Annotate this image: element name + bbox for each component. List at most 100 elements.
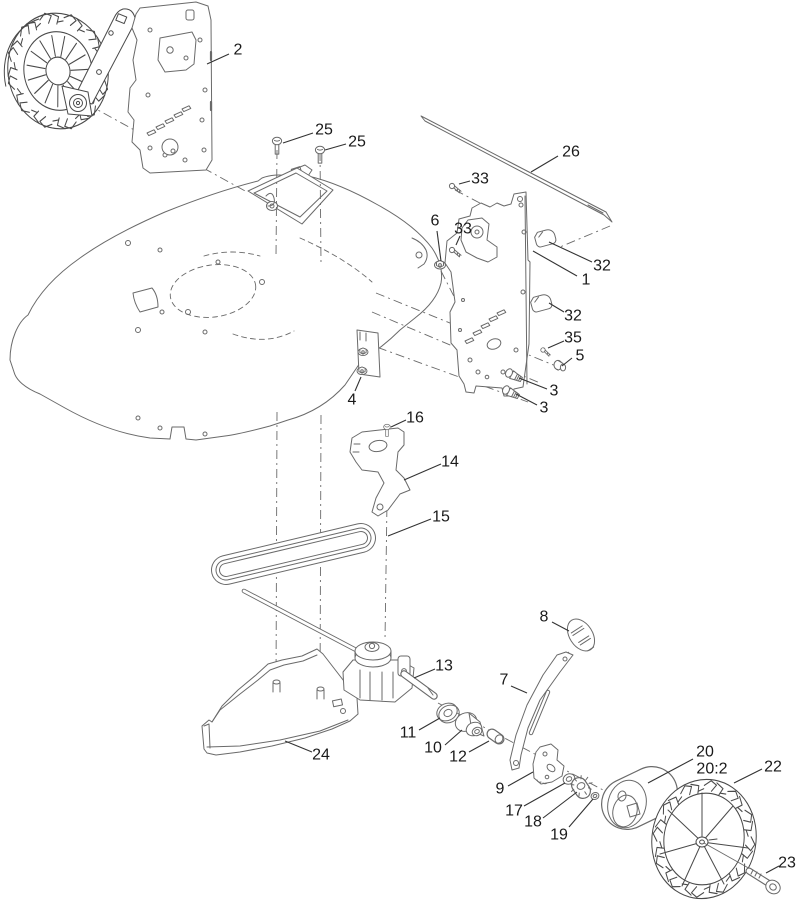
callout-label-bushing: 10: [424, 740, 442, 757]
callout-leader-lever-knob: [551, 621, 570, 632]
callout-label-washer: 11: [400, 725, 417, 742]
tapping-screw-upper: [447, 182, 464, 194]
cover-stud-right: [316, 686, 325, 700]
height-lever: [61, 8, 136, 117]
callout-label-shoulder-bolt-upper: 3: [550, 383, 559, 400]
callout-leader-shoulder-bolt-lower: [515, 393, 538, 406]
pinion-gear: [570, 775, 593, 799]
callout-leader-deck-screw-right: [324, 143, 347, 151]
callout-leader-belt-cover: [284, 740, 313, 753]
callout-leader-shift-lever: [510, 685, 528, 694]
callout-leader-front-height-plate: [206, 53, 230, 65]
callout-label-wheel-bolt: 23: [778, 855, 796, 872]
wheel-bolt: [703, 842, 781, 895]
callout-leader-transmission: [413, 668, 436, 679]
callout-label-belt-cover: 24: [312, 747, 330, 764]
callout-leader-wheel-gear-drum: [647, 758, 694, 784]
callout-label-rear-wheel: 22: [764, 759, 782, 776]
rear-wheel: [650, 778, 758, 900]
callout-label-rear-height-plate: 1: [582, 272, 591, 289]
callout-leader-drive-belt: [387, 518, 432, 537]
callout-label-idler-bracket: 14: [441, 454, 459, 471]
callout-leader-washer: [418, 717, 441, 731]
callout-leader-idler-bracket: [403, 463, 442, 481]
callout-leader-drive-plate: [507, 771, 534, 787]
callout-label-bracket-screw: 16: [406, 410, 424, 427]
callout-leader-retaining-ring: [568, 798, 594, 828]
callout-label-flange-nut-deck: 4: [348, 392, 357, 409]
axle-shaft: [241, 588, 361, 654]
deck-screws-25: [271, 136, 326, 164]
wheel-spokes: [659, 792, 749, 887]
callout-leader-flange-nut-upper: [436, 230, 442, 262]
callout-label-pinion-gear: 18: [524, 814, 542, 831]
callout-label-spacer-cap: 5: [576, 348, 585, 365]
cover-stud-left: [272, 679, 281, 693]
drive-plate: [532, 743, 565, 785]
callout-leader-cap-lower: [548, 302, 565, 313]
callout-leader-bushing: [444, 729, 463, 746]
flange-nut-4: [356, 366, 368, 376]
callout-label-small-screw: 35: [564, 330, 582, 347]
callout-label-cap-upper: 32: [593, 258, 611, 275]
callout-label-adjuster-rod: 26: [562, 144, 580, 161]
callout-leader-spacer-cap: [561, 357, 573, 367]
callout-label-thrust-washer: 17: [505, 803, 523, 820]
callout-leader-tapping-screw-lower: [455, 235, 461, 246]
callout-label-front-height-plate: 2: [234, 42, 243, 59]
callout-label-tapping-screw-lower: 33: [454, 221, 472, 238]
callout-leader-rear-wheel: [733, 768, 763, 784]
callout-label-lever-knob: 8: [540, 609, 549, 626]
small-fasteners: [434, 182, 567, 400]
callout-label-flange-nut-upper: 6: [431, 213, 440, 230]
callout-leader-flange-nut-deck: [354, 376, 362, 392]
callout-label-drive-plate: 9: [496, 781, 505, 798]
callout-label-wheel-gear-drum: 20: [696, 744, 714, 761]
retaining-ring: [590, 791, 600, 801]
callout-label-deck-screw-right: 25: [348, 134, 366, 151]
lever-knob: [566, 618, 596, 652]
front-wheel-assembly: [3, 8, 136, 133]
callout-label-retaining-ring: 19: [550, 827, 568, 844]
callout-label-cap-lower: 32: [564, 308, 582, 325]
mower-deck: [9, 164, 443, 441]
callout-leader-deck-screw-left: [282, 132, 314, 144]
callout-leader-cap-upper: [548, 241, 593, 263]
washer-11: [436, 702, 460, 724]
front-height-plate: [127, 1, 213, 174]
callout-leader-bracket-screw: [390, 419, 407, 428]
shoulder-bolt-upper: [505, 368, 523, 383]
callout-leader-small-screw: [547, 340, 565, 349]
spacer-cap-5: [553, 359, 567, 372]
callout-label-spacer: 12: [449, 749, 467, 766]
idler-bracket: [349, 423, 411, 517]
callout-leader-shoulder-bolt-upper: [518, 377, 548, 390]
rear-height-plate: [444, 191, 531, 397]
callout-label-transmission: 13: [435, 658, 453, 675]
belt-cover: [201, 648, 359, 756]
bushing-10: [454, 712, 485, 737]
wheel-gear-drum: [601, 766, 678, 830]
callout-leader-tapping-screw-upper: [458, 180, 471, 185]
transmission: [342, 641, 438, 703]
callout-leader-wheel-bolt: [765, 865, 780, 874]
drive-belt: [211, 523, 376, 585]
callout-leader-pinion-gear: [542, 791, 578, 819]
output-shaft: [400, 670, 438, 700]
callout-label-wheel-gear-drum-detail: 20:2: [696, 761, 727, 778]
adjuster-rod: [420, 115, 613, 223]
callout-leader-spacer: [468, 740, 490, 753]
callout-leader-thrust-washer: [523, 782, 566, 807]
small-screw-35: [539, 346, 553, 357]
callout-label-shoulder-bolt-lower: 3: [540, 400, 549, 417]
caps-32: [530, 229, 557, 313]
shift-lever: [509, 651, 574, 771]
callout-leader-rear-height-plate: [532, 250, 578, 277]
shoulder-bolt-lower: [502, 385, 520, 400]
callout-label-deck-screw-left: 25: [315, 122, 333, 139]
spacer-12: [486, 728, 505, 745]
callout-label-tapping-screw-upper: 33: [471, 171, 489, 188]
callout-leader-adjuster-rod: [530, 155, 559, 173]
